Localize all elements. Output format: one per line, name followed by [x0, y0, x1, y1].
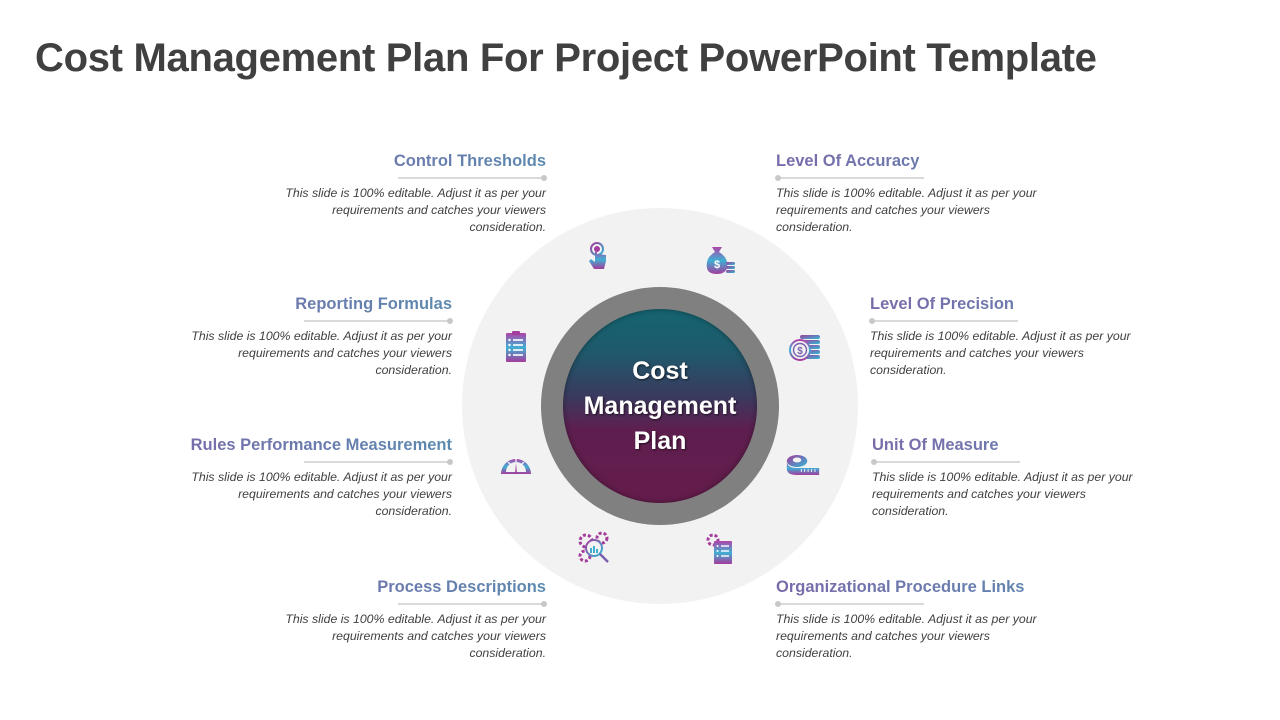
item-rules-performance-measurement: Rules Performance Measurement This slide…: [152, 435, 453, 520]
item-organizational-procedure-links: Organizational Procedure Links This slid…: [775, 577, 1076, 662]
gear-analytics-icon: [578, 531, 612, 565]
center-circle: Cost Management Plan: [563, 309, 757, 503]
touch-hand-icon: [580, 242, 614, 276]
item-heading: Organizational Procedure Links: [776, 577, 1076, 597]
divider: [304, 459, 453, 465]
gear-document-icon: [704, 532, 738, 566]
item-description: This slide is 100% editable. Adjust it a…: [191, 470, 452, 518]
center-label: Cost Management Plan: [570, 354, 750, 459]
gauge-icon: [499, 447, 533, 481]
center-label-line1: Cost: [632, 356, 688, 385]
item-heading: Level Of Precision: [870, 294, 1170, 314]
divider: [398, 601, 547, 607]
slide-title: Cost Management Plan For Project PowerPo…: [35, 36, 1097, 80]
divider-dot: [775, 175, 781, 181]
item-heading: Unit Of Measure: [872, 435, 1172, 455]
divider-dot: [541, 175, 547, 181]
item-level-of-accuracy: Level Of Accuracy This slide is 100% edi…: [775, 151, 1076, 236]
item-description: This slide is 100% editable. Adjust it a…: [776, 612, 1037, 660]
svg-text:$: $: [714, 259, 720, 271]
divider: [775, 175, 924, 181]
money-bag-icon: $: [702, 243, 736, 277]
divider: [869, 318, 1018, 324]
divider: [775, 601, 924, 607]
item-description: This slide is 100% editable. Adjust it a…: [285, 186, 546, 234]
divider-dot: [775, 601, 781, 607]
measuring-tape-icon: [786, 447, 820, 481]
item-control-thresholds: Control Thresholds This slide is 100% ed…: [246, 151, 547, 236]
coin-stack-icon: $: [788, 330, 822, 364]
divider-dot: [541, 601, 547, 607]
center-label-line2: Management: [583, 391, 737, 420]
divider: [304, 318, 453, 324]
item-description: This slide is 100% editable. Adjust it a…: [872, 470, 1133, 518]
divider-dot: [447, 318, 453, 324]
item-description: This slide is 100% editable. Adjust it a…: [285, 612, 546, 660]
item-description: This slide is 100% editable. Adjust it a…: [191, 329, 452, 377]
clipboard-checklist-icon: [499, 330, 533, 364]
svg-text:$: $: [797, 346, 803, 357]
item-unit-of-measure: Unit Of Measure This slide is 100% edita…: [871, 435, 1172, 520]
divider-dot: [869, 318, 875, 324]
center-label-line3: Plan: [633, 426, 687, 455]
divider-dot: [447, 459, 453, 465]
item-heading: Rules Performance Measurement: [152, 435, 452, 455]
item-heading: Level Of Accuracy: [776, 151, 1076, 171]
divider: [398, 175, 547, 181]
item-process-descriptions: Process Descriptions This slide is 100% …: [246, 577, 547, 662]
item-level-of-precision: Level Of Precision This slide is 100% ed…: [869, 294, 1170, 379]
item-reporting-formulas: Reporting Formulas This slide is 100% ed…: [152, 294, 453, 379]
divider-dot: [871, 459, 877, 465]
item-heading: Reporting Formulas: [152, 294, 452, 314]
item-heading: Process Descriptions: [246, 577, 546, 597]
item-description: This slide is 100% editable. Adjust it a…: [870, 329, 1131, 377]
item-heading: Control Thresholds: [246, 151, 546, 171]
item-description: This slide is 100% editable. Adjust it a…: [776, 186, 1037, 234]
divider: [871, 459, 1020, 465]
